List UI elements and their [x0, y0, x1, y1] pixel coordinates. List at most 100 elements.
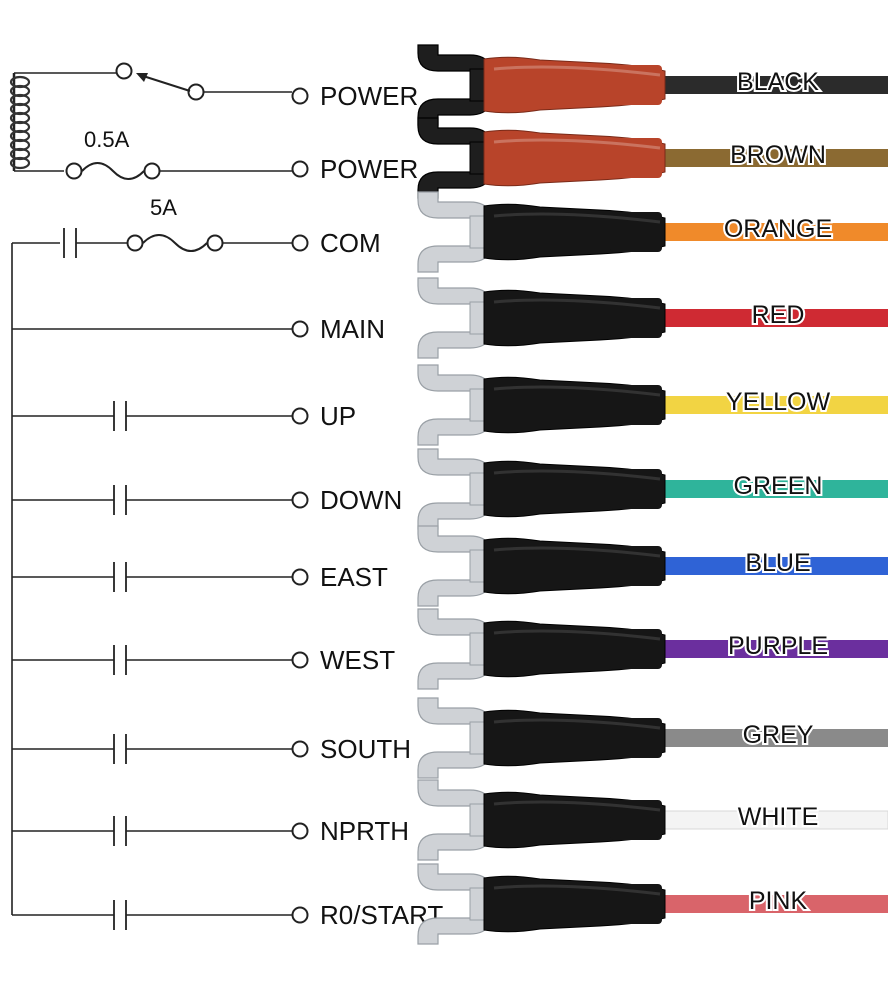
sleeve-highlight	[493, 800, 661, 812]
sleeve-highlight	[493, 469, 661, 481]
terminal-circle	[291, 906, 309, 924]
sleeve-collar	[610, 138, 662, 178]
wire-black	[660, 76, 888, 94]
sleeve-collar	[610, 298, 662, 338]
sleeve-highlight	[493, 138, 661, 150]
terminal-row-com: COM ORANGE	[291, 191, 888, 273]
terminal-circle	[291, 822, 309, 840]
color-label: WHITE	[738, 803, 819, 831]
terminal-circle	[291, 407, 309, 425]
fork-prong-lower	[417, 579, 493, 607]
terminal-row-up: UP YELLOW	[291, 364, 888, 446]
fork-prong-upper	[417, 277, 493, 305]
contact-r0-start	[113, 900, 127, 930]
color-label: RED	[752, 301, 805, 329]
fork-prong-upper	[417, 364, 493, 392]
fork-prong-lower	[417, 917, 493, 945]
terminal-circle	[291, 491, 309, 509]
sleeve-highlight	[493, 629, 661, 641]
wire-brown	[660, 149, 888, 167]
fork-prong-upper	[417, 863, 493, 891]
sleeve-collar	[610, 385, 662, 425]
color-label: GREY	[743, 721, 814, 749]
sleeve-highlight	[493, 718, 661, 730]
switch-pivot	[115, 62, 133, 80]
terminal-label: COM	[320, 228, 381, 258]
terminal-label: WEST	[320, 645, 395, 675]
sleeve-collar	[610, 884, 662, 924]
wire-blue	[660, 557, 888, 575]
fork-prong-upper	[417, 448, 493, 476]
terminal-label: DOWN	[320, 485, 402, 515]
fork-prong-lower	[417, 331, 493, 359]
fork-prong-lower	[417, 502, 493, 530]
transformer-coil	[9, 73, 31, 171]
contact-west	[113, 645, 127, 675]
terminal-label: POWER	[320, 81, 418, 111]
sleeve-highlight	[493, 65, 661, 77]
sleeve-collar	[610, 65, 662, 105]
terminal-circle	[291, 320, 309, 338]
fork-prong-lower	[417, 833, 493, 861]
fork-prong-lower	[417, 418, 493, 446]
color-label: BLACK	[737, 68, 819, 96]
wire-yellow	[660, 396, 888, 414]
terminal-label: MAIN	[320, 314, 385, 344]
fork-prong-upper	[417, 44, 493, 72]
terminal-label: UP	[320, 401, 356, 431]
color-label: YELLOW	[726, 388, 831, 416]
terminal-circle	[291, 234, 309, 252]
wire-pink	[660, 895, 888, 913]
terminal-circle	[291, 651, 309, 669]
terminal-circle	[291, 568, 309, 586]
fuse-element	[81, 162, 145, 180]
wire-grey	[660, 729, 888, 747]
sleeve-highlight	[493, 884, 661, 896]
fuse-element	[142, 234, 208, 252]
terminal-circle	[291, 740, 309, 758]
wire-purple	[660, 640, 888, 658]
fuse-large	[126, 234, 224, 252]
color-label: GREEN	[734, 472, 823, 500]
contact-com	[63, 228, 77, 258]
sleeve-collar	[610, 629, 662, 669]
color-label: ORANGE	[724, 215, 832, 243]
color-label: PINK	[749, 887, 808, 915]
contact-south	[113, 734, 127, 764]
terminal-label: POWER	[320, 154, 418, 184]
sleeve-highlight	[493, 385, 661, 397]
contact-up	[113, 401, 127, 431]
fuse-terminal	[143, 162, 161, 180]
sleeve-collar	[610, 546, 662, 586]
sleeve-highlight	[493, 298, 661, 310]
fuse-small-label: 0.5A	[84, 127, 130, 152]
switch-contact	[187, 83, 205, 101]
sleeve-highlight	[493, 212, 661, 224]
switch-arrow	[136, 73, 148, 82]
sleeve-collar	[610, 469, 662, 509]
terminal-row-power: POWER BLACK	[291, 44, 888, 126]
fork-prong-upper	[417, 608, 493, 636]
fork-prong-lower	[417, 245, 493, 273]
wire-orange	[660, 223, 888, 241]
fork-prong-upper	[417, 779, 493, 807]
contact-down	[113, 485, 127, 515]
color-label: BLUE	[745, 549, 810, 577]
terminal-row-down: DOWN GREEN	[291, 448, 888, 530]
fork-terminal	[417, 779, 497, 861]
fork-prong-upper	[417, 697, 493, 725]
sleeve-collar	[610, 800, 662, 840]
terminal-label: SOUTH	[320, 734, 411, 764]
sleeve-highlight	[493, 546, 661, 558]
fork-prong-lower	[417, 662, 493, 690]
wire-red	[660, 309, 888, 327]
terminal-row-south: SOUTH GREY	[291, 697, 888, 779]
